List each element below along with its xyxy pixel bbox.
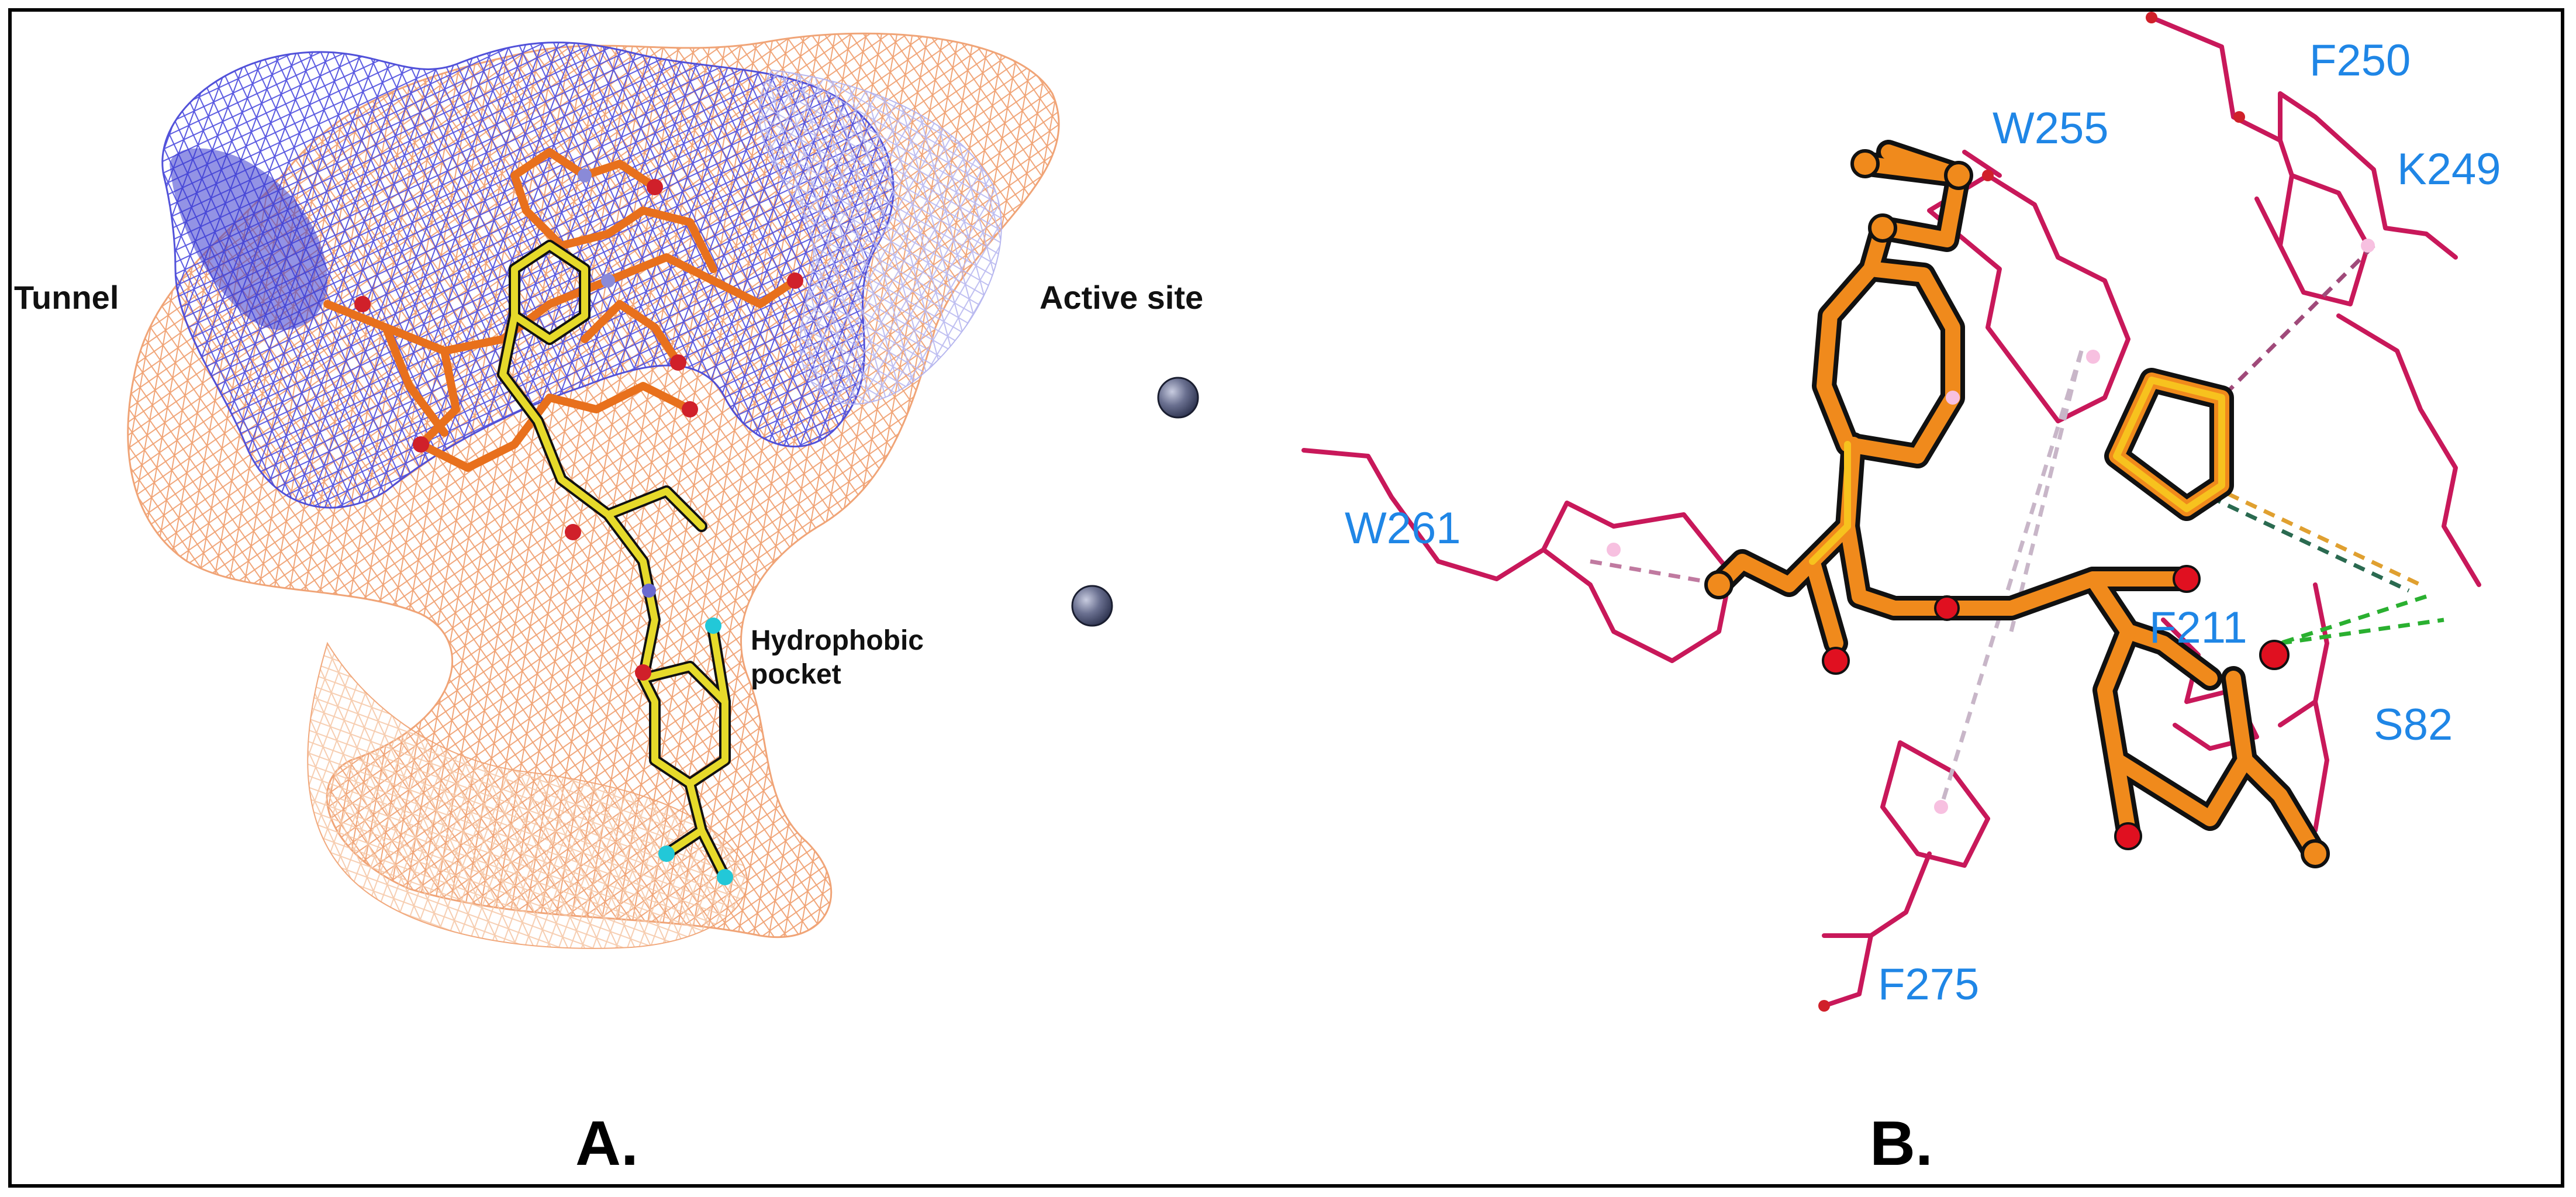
panel-b-interactions: [1590, 244, 2444, 808]
tunnel-label: Tunnel: [14, 279, 119, 316]
orange-ligand-atoms: [354, 168, 803, 453]
residue-label-k249: K249: [2397, 144, 2501, 194]
panel-a-ligands: [323, 148, 803, 885]
residue-label-s82: S82: [2374, 700, 2453, 750]
metal-ion-lower: [1071, 585, 1113, 627]
hydrophobic-pocket-label-line2: pocket: [751, 659, 841, 690]
panel-b-residues: [1301, 15, 2481, 1008]
residue-label-w255: W255: [1993, 104, 2109, 153]
orange-mesh-lower: [307, 641, 748, 949]
panel-b-atoms: [1607, 12, 2375, 1012]
metal-ion-upper: [1157, 377, 1199, 419]
hydrophobic-pocket-label-line1: Hydrophobic: [751, 625, 924, 656]
residue-label-w261: W261: [1345, 503, 1461, 553]
active-site-label: Active site: [1040, 279, 1204, 316]
figure-border: [8, 8, 2564, 1188]
residue-label-f250: F250: [2309, 36, 2411, 85]
panel-b-tag: B.: [1870, 1108, 1933, 1178]
residue-label-f275: F275: [1878, 960, 1980, 1009]
residue-label-f211: F211: [2149, 603, 2247, 653]
panel-a-surface: [127, 32, 1060, 949]
yellow-ligand-fill: [499, 242, 728, 881]
blue-mesh-left-dark: [170, 148, 327, 330]
panel-a-tag: A.: [575, 1108, 638, 1178]
blue-mesh-right: [758, 69, 1002, 405]
panel-b-ligand: [1707, 140, 2328, 866]
yellow-ligand-atoms: [565, 524, 733, 885]
